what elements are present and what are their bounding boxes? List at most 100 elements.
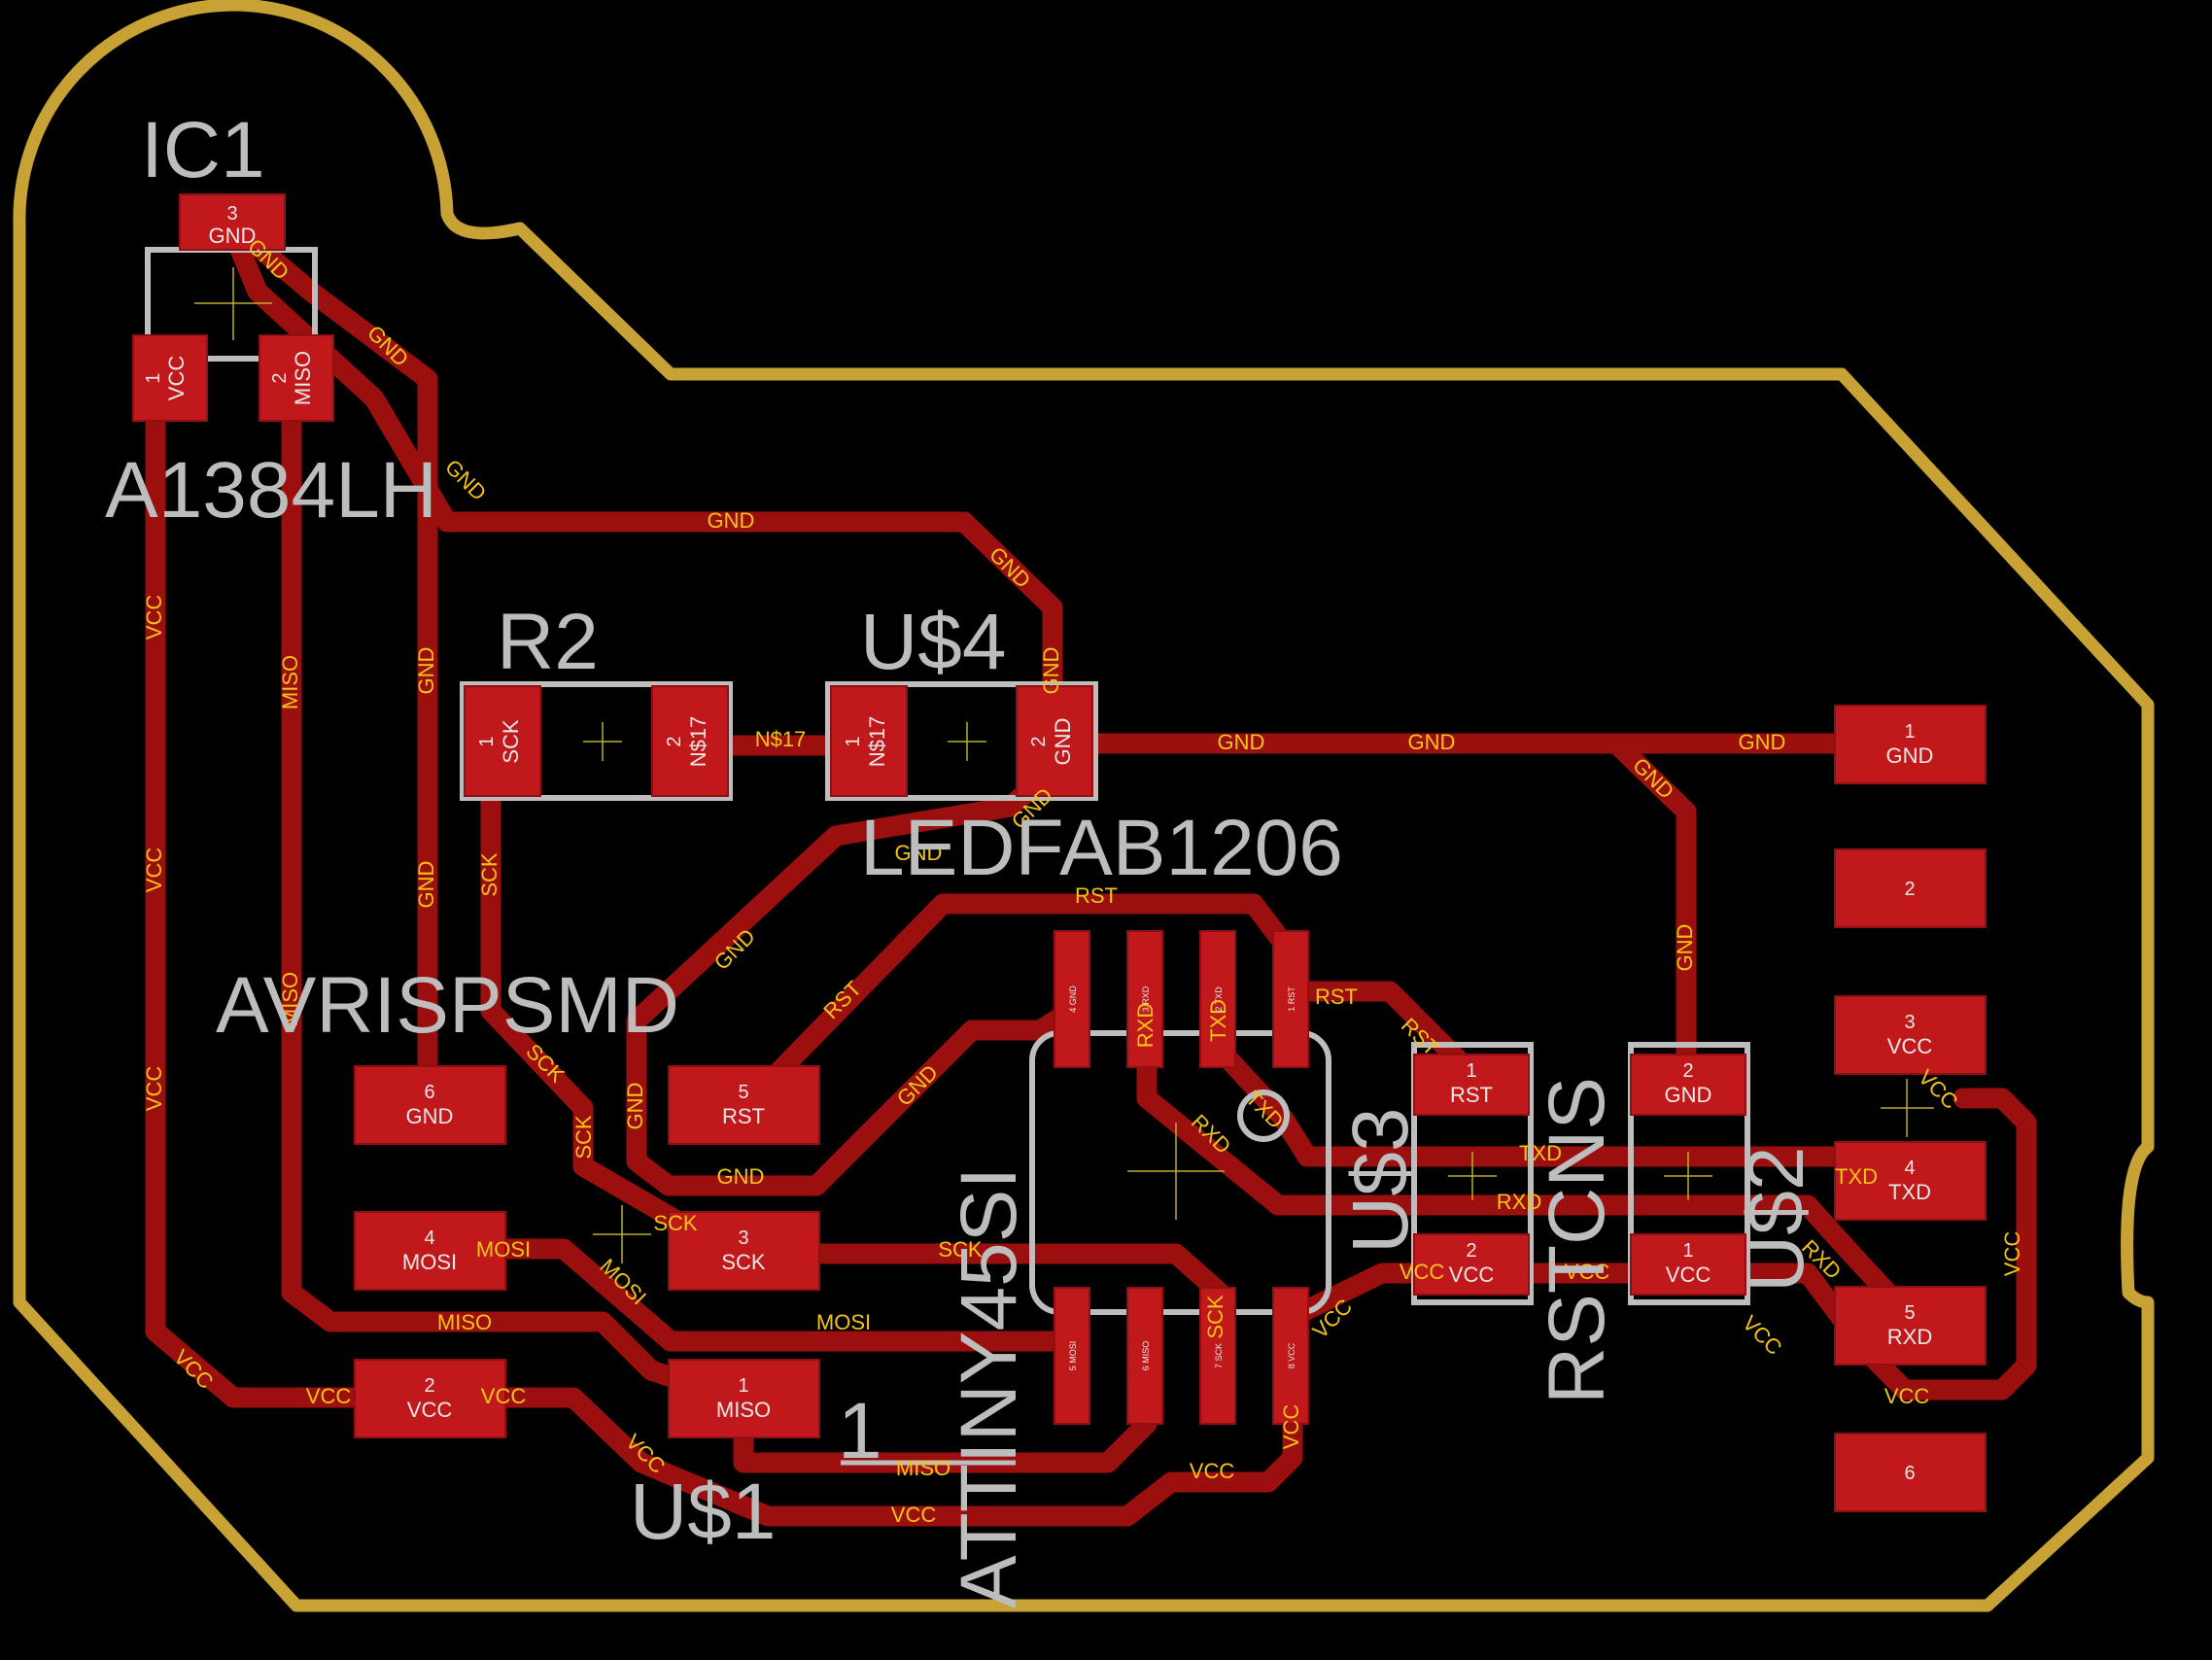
pad-ic1-2-num: 2	[269, 372, 291, 383]
pad-attiny-3-lbl: 3 RXD	[1141, 986, 1151, 1012]
pad-attiny-5-lbl: 5 MOSI	[1068, 1341, 1078, 1371]
net-label: VCC	[1884, 1384, 1930, 1408]
pad-attiny-4-lbl: 4 GND	[1068, 986, 1078, 1013]
pad-avr-6	[354, 1065, 506, 1145]
pad-attiny-3	[1126, 930, 1163, 1068]
net-label: TXD	[1206, 999, 1230, 1042]
trace-gnd-1	[218, 211, 438, 1080]
pad-u4-2	[1016, 685, 1093, 797]
pad-avr-6-num: 6	[424, 1082, 434, 1103]
net-label: GND	[1039, 647, 1063, 695]
trace-vcc-3	[1282, 1088, 2037, 1401]
pad-r2-2-num: 2	[664, 736, 685, 746]
pad-avr-4-net: MOSI	[402, 1250, 457, 1274]
pad-u3-2	[1413, 1233, 1530, 1296]
pad-ic1-2	[259, 334, 334, 422]
u3-name: U$3	[1336, 1108, 1425, 1254]
pad-u4-1-num: 1	[843, 736, 864, 746]
avr-value: AVRISPSMD	[216, 961, 679, 1050]
pad-u2-1	[1630, 1233, 1746, 1296]
net-label: GND	[1673, 924, 1697, 972]
pad-attiny-5	[1054, 1287, 1090, 1425]
net-label: MOSI	[476, 1237, 531, 1262]
net-label: GND	[623, 1083, 647, 1130]
pad-attiny-1-lbl: 1 RST	[1287, 986, 1296, 1012]
net-label: MISO	[437, 1310, 492, 1334]
component-labels: IC1 A1384LH R2 U$4 LEDFAB1206 AVRISPSMD …	[105, 106, 1820, 1608]
net-label: GND	[1739, 730, 1786, 754]
attiny-body-outline	[1029, 1030, 1331, 1315]
u1-name: U$1	[630, 1468, 776, 1556]
net-label: N$17	[755, 727, 807, 751]
net-label: VCC	[142, 595, 166, 640]
pad-ic1-3-num: 3	[226, 203, 237, 225]
pad-avr-3	[668, 1211, 820, 1291]
pad-attiny-6	[1126, 1287, 1163, 1425]
trace-gnd-5	[626, 757, 1085, 1196]
r2-body-outline	[460, 681, 733, 801]
pad-attiny-7-lbl: 7 SCK	[1214, 1343, 1224, 1368]
pad-attiny-2	[1199, 930, 1236, 1068]
trace-vcc-1	[145, 378, 477, 1408]
pad-header-5-num: 5	[1904, 1302, 1915, 1324]
pad-r2-1-net: SCK	[499, 719, 523, 764]
pad-attiny-7	[1199, 1287, 1236, 1425]
u2-body-outline	[1628, 1042, 1750, 1305]
pad-attiny-1	[1272, 930, 1309, 1068]
net-label: GND	[717, 1164, 765, 1189]
net-label: VCC	[1565, 1260, 1610, 1284]
pad-avr-5-num: 5	[738, 1082, 748, 1103]
net-label: VCC	[1190, 1459, 1235, 1483]
net-label: GND	[708, 508, 755, 533]
r2-name: R2	[497, 598, 599, 686]
attiny-pin1-dot	[1237, 1089, 1290, 1142]
origin-crosses	[194, 267, 1934, 1263]
net-label: RST	[1315, 985, 1358, 1009]
pad-r2-1-num: 1	[476, 736, 498, 746]
net-label: VCC	[891, 1503, 937, 1527]
pad-ic1-3	[179, 193, 286, 251]
pad-avr-4	[354, 1211, 506, 1291]
pad-header-2-num: 2	[1904, 879, 1915, 900]
net-label: MOSI	[816, 1310, 871, 1334]
pad-attiny-8	[1272, 1287, 1309, 1425]
trace-mosi-1	[456, 1238, 1085, 1352]
net-label: MISO	[278, 972, 302, 1026]
pad-attiny-4	[1054, 930, 1090, 1068]
pad-avr-3-net: SCK	[721, 1250, 766, 1274]
trace-vcc-2	[456, 1306, 1303, 1527]
pad-ic1-3-net: GND	[209, 224, 257, 248]
net-label: RST	[1075, 883, 1118, 908]
pad-avr-1-num: 1	[738, 1375, 748, 1397]
u3-value: RSTCNS	[1533, 1077, 1621, 1404]
ic1-value: A1384LH	[105, 446, 437, 535]
pad-header-1	[1834, 705, 1987, 784]
pad-ic1-1	[132, 334, 208, 422]
net-label: TXD	[1835, 1164, 1878, 1189]
pad-header-6-num: 6	[1904, 1463, 1915, 1484]
pad-avr-2	[354, 1359, 506, 1438]
pad-header-5-net: RXD	[1887, 1325, 1932, 1349]
trace-rxd-1	[1136, 1039, 1925, 1332]
pad-header-3-num: 3	[1904, 1012, 1915, 1033]
net-label: VCC	[2000, 1231, 2024, 1277]
pad-u4-2-num: 2	[1028, 736, 1050, 746]
pad-header-1-num: 1	[1904, 721, 1915, 743]
net-label: GND	[414, 861, 438, 909]
pad-ic1-1-net: VCC	[164, 356, 189, 401]
net-label: SCK	[571, 1115, 596, 1159]
pad-u3-1	[1413, 1054, 1530, 1116]
net-label: VCC	[1400, 1260, 1445, 1284]
pad-r2-1	[464, 685, 541, 797]
net-label: SCK	[477, 852, 501, 897]
pad-attiny-6-lbl: 6 MISO	[1141, 1341, 1151, 1371]
pad-attiny-8-lbl: 8 VCC	[1287, 1342, 1296, 1368]
trace-gnd-2	[218, 211, 1063, 725]
net-label: GND	[414, 647, 438, 695]
pad-header-1-net: GND	[1886, 744, 1934, 768]
pad-header-3	[1834, 995, 1987, 1075]
pad-avr-1-net: MISO	[716, 1398, 771, 1422]
u1-pin1-marker: 1	[838, 1387, 882, 1475]
pad-header-2	[1834, 848, 1987, 928]
